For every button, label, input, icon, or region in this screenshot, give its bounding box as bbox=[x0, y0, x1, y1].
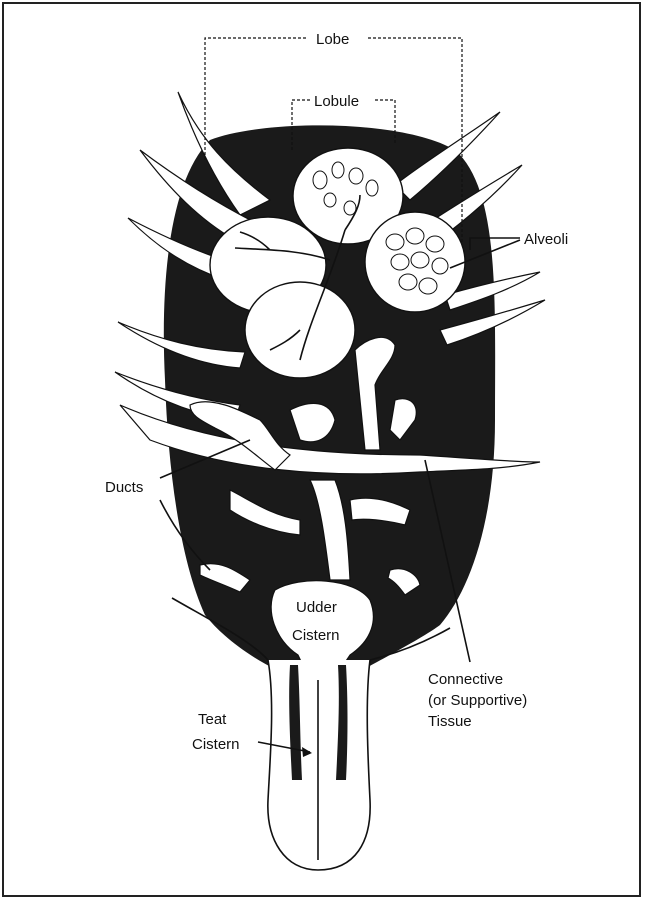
label-teat-cistern-2: Cistern bbox=[192, 736, 240, 753]
label-udder-cistern-1: Udder bbox=[296, 599, 337, 616]
label-ducts: Ducts bbox=[105, 479, 143, 496]
label-connective-2: (or Supportive) bbox=[428, 692, 527, 709]
label-teat-cistern-1: Teat bbox=[198, 711, 227, 728]
label-connective-1: Connective bbox=[428, 671, 503, 688]
teat bbox=[268, 660, 370, 870]
label-connective-3: Tissue bbox=[428, 713, 472, 730]
label-udder-cistern-2: Cistern bbox=[292, 627, 340, 644]
label-alveoli: Alveoli bbox=[524, 231, 568, 248]
label-lobe: Lobe bbox=[316, 31, 349, 48]
label-lobule: Lobule bbox=[314, 93, 359, 110]
